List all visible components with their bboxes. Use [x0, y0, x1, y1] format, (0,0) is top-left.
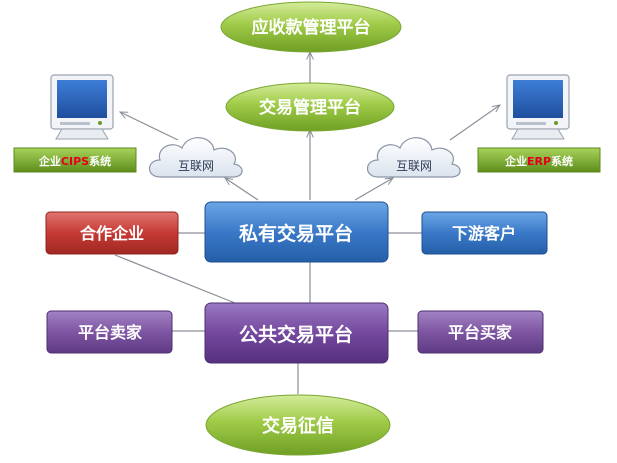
node-buyer: 平台买家 [417, 310, 544, 354]
node-partner: 合作企业 [45, 211, 179, 255]
computer-right: 企业ERP系统 [477, 74, 601, 173]
line-cloud-right-to-computer [449, 105, 500, 141]
node-private-platform: 私有交易平台 [204, 201, 389, 263]
partner-label: 合作企业 [80, 224, 144, 243]
computer-right-label: 企业ERP系统 [504, 154, 573, 168]
monitor-icon [506, 74, 570, 140]
line-cloud-left-to-computer [120, 111, 179, 141]
cloud-left: 互联网 [148, 137, 243, 178]
node-credit: 交易征信 [205, 394, 391, 456]
node-seller: 平台卖家 [46, 310, 173, 354]
node-downstream: 下游客户 [421, 211, 548, 255]
cloud-left-label: 互联网 [178, 159, 214, 173]
line-partner-public [114, 254, 241, 306]
connectors [114, 52, 500, 394]
computer-left-label: 企业CIPS系统 [38, 154, 111, 168]
public-platform-label: 公共交易平台 [239, 323, 353, 346]
monitor-icon [50, 74, 114, 140]
seller-label: 平台卖家 [78, 323, 143, 342]
trade-mgmt-platform-label: 交易管理平台 [259, 97, 361, 118]
cloud-icon [148, 137, 243, 178]
node-receivables-platform: 应收款管理平台 [220, 1, 402, 53]
credit-label: 交易征信 [262, 415, 334, 437]
receivables-platform-label: 应收款管理平台 [252, 17, 371, 38]
buyer-label: 平台买家 [448, 323, 513, 342]
node-public-platform: 公共交易平台 [204, 302, 389, 364]
computer-left: 企业CIPS系统 [13, 74, 137, 173]
cloud-right-label: 互联网 [396, 159, 432, 173]
private-platform-label: 私有交易平台 [239, 222, 353, 245]
cloud-icon [366, 137, 461, 178]
downstream-label: 下游客户 [452, 224, 516, 243]
line-private-to-cloud-left [225, 178, 259, 201]
node-trade-mgmt-platform: 交易管理平台 [225, 82, 395, 132]
line-private-to-cloud-right [354, 178, 393, 201]
cloud-right: 互联网 [366, 137, 461, 178]
